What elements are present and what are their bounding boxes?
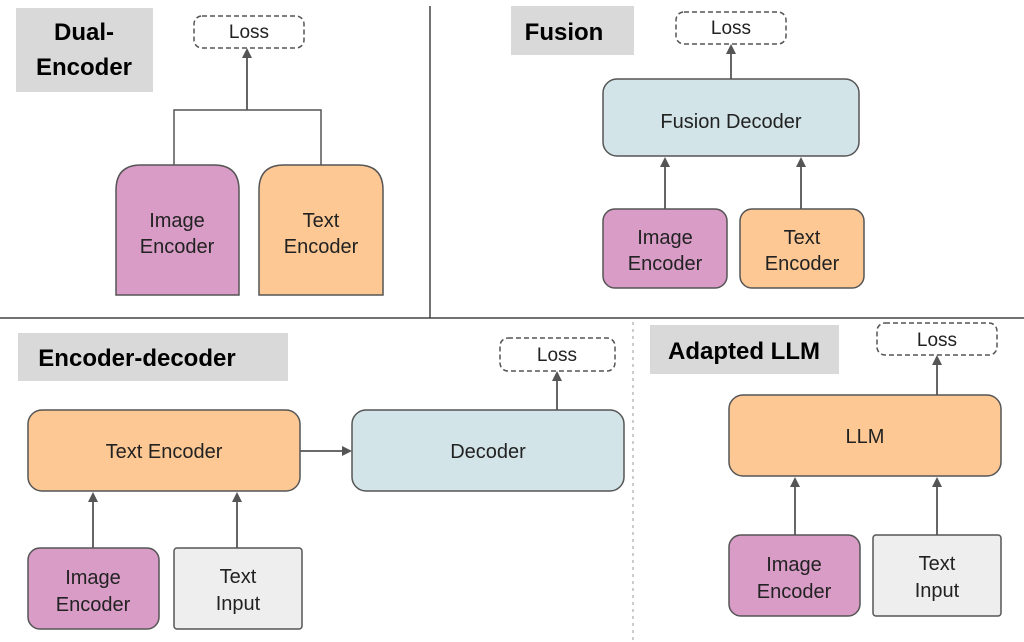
panel-title: Adapted LLM bbox=[668, 338, 820, 365]
loss-label: Loss bbox=[917, 330, 957, 351]
decoder-box bbox=[351, 409, 625, 492]
text-encoder-box bbox=[739, 208, 865, 289]
panel-fusion: Fusion Loss Fusion Decoder Image Encoder… bbox=[511, 6, 865, 289]
image-encoder-label-line2: Encoder bbox=[56, 594, 131, 616]
panel-title: Fusion bbox=[525, 19, 604, 46]
panel-title-line1: Dual- bbox=[54, 19, 114, 46]
text-input-box bbox=[872, 534, 1002, 617]
decoder-label: Decoder bbox=[450, 441, 526, 463]
text-input-box bbox=[173, 547, 303, 630]
image-encoder-label-line2: Encoder bbox=[140, 236, 215, 258]
image-encoder-box bbox=[728, 534, 861, 617]
fusion-decoder-box bbox=[602, 78, 860, 157]
text-input-label-line2: Input bbox=[915, 580, 960, 602]
loss-label: Loss bbox=[229, 22, 269, 43]
text-encoder-label: Text Encoder bbox=[106, 441, 223, 463]
image-encoder-box bbox=[115, 164, 240, 296]
image-encoder-label-line1: Image bbox=[637, 227, 693, 249]
loss-box bbox=[499, 337, 616, 372]
panel-encoder-decoder: Encoder-decoder Loss Text Encoder Decode… bbox=[18, 333, 625, 630]
text-input-label-line2: Input bbox=[216, 593, 261, 615]
title-background bbox=[511, 6, 634, 55]
image-encoder-label-line1: Image bbox=[149, 210, 205, 232]
loss-label: Loss bbox=[711, 18, 751, 39]
llm-box bbox=[728, 394, 1002, 477]
merge-connector bbox=[173, 109, 322, 165]
title-background bbox=[650, 325, 839, 374]
image-encoder-label-line2: Encoder bbox=[757, 581, 832, 603]
panel-title-line2: Encoder bbox=[36, 54, 132, 81]
text-encoder-box bbox=[258, 164, 384, 296]
panel-adapted-llm: Adapted LLM Loss LLM Image Encoder Text … bbox=[650, 322, 1002, 617]
text-input-label-line1: Text bbox=[220, 566, 257, 588]
text-encoder-label-line2: Encoder bbox=[284, 236, 359, 258]
text-input-label-line1: Text bbox=[919, 553, 956, 575]
loss-label: Loss bbox=[537, 345, 577, 366]
panel-dual-encoder: Dual- Encoder Loss Image Encoder Text En… bbox=[16, 8, 384, 296]
image-encoder-box bbox=[602, 208, 728, 289]
title-background bbox=[18, 333, 288, 381]
title-background bbox=[16, 8, 153, 92]
image-encoder-label-line2: Encoder bbox=[628, 253, 703, 275]
image-encoder-box bbox=[27, 547, 160, 630]
text-encoder-label-line1: Text bbox=[784, 227, 821, 249]
loss-box bbox=[193, 15, 305, 49]
text-encoder-label-line2: Encoder bbox=[765, 253, 840, 275]
llm-label: LLM bbox=[846, 426, 885, 448]
loss-box bbox=[675, 11, 787, 45]
text-encoder-label-line1: Text bbox=[303, 210, 340, 232]
image-encoder-label-line1: Image bbox=[766, 554, 822, 576]
fusion-decoder-label: Fusion Decoder bbox=[660, 111, 802, 133]
panel-title: Encoder-decoder bbox=[38, 345, 235, 372]
image-encoder-label-line1: Image bbox=[65, 567, 121, 589]
